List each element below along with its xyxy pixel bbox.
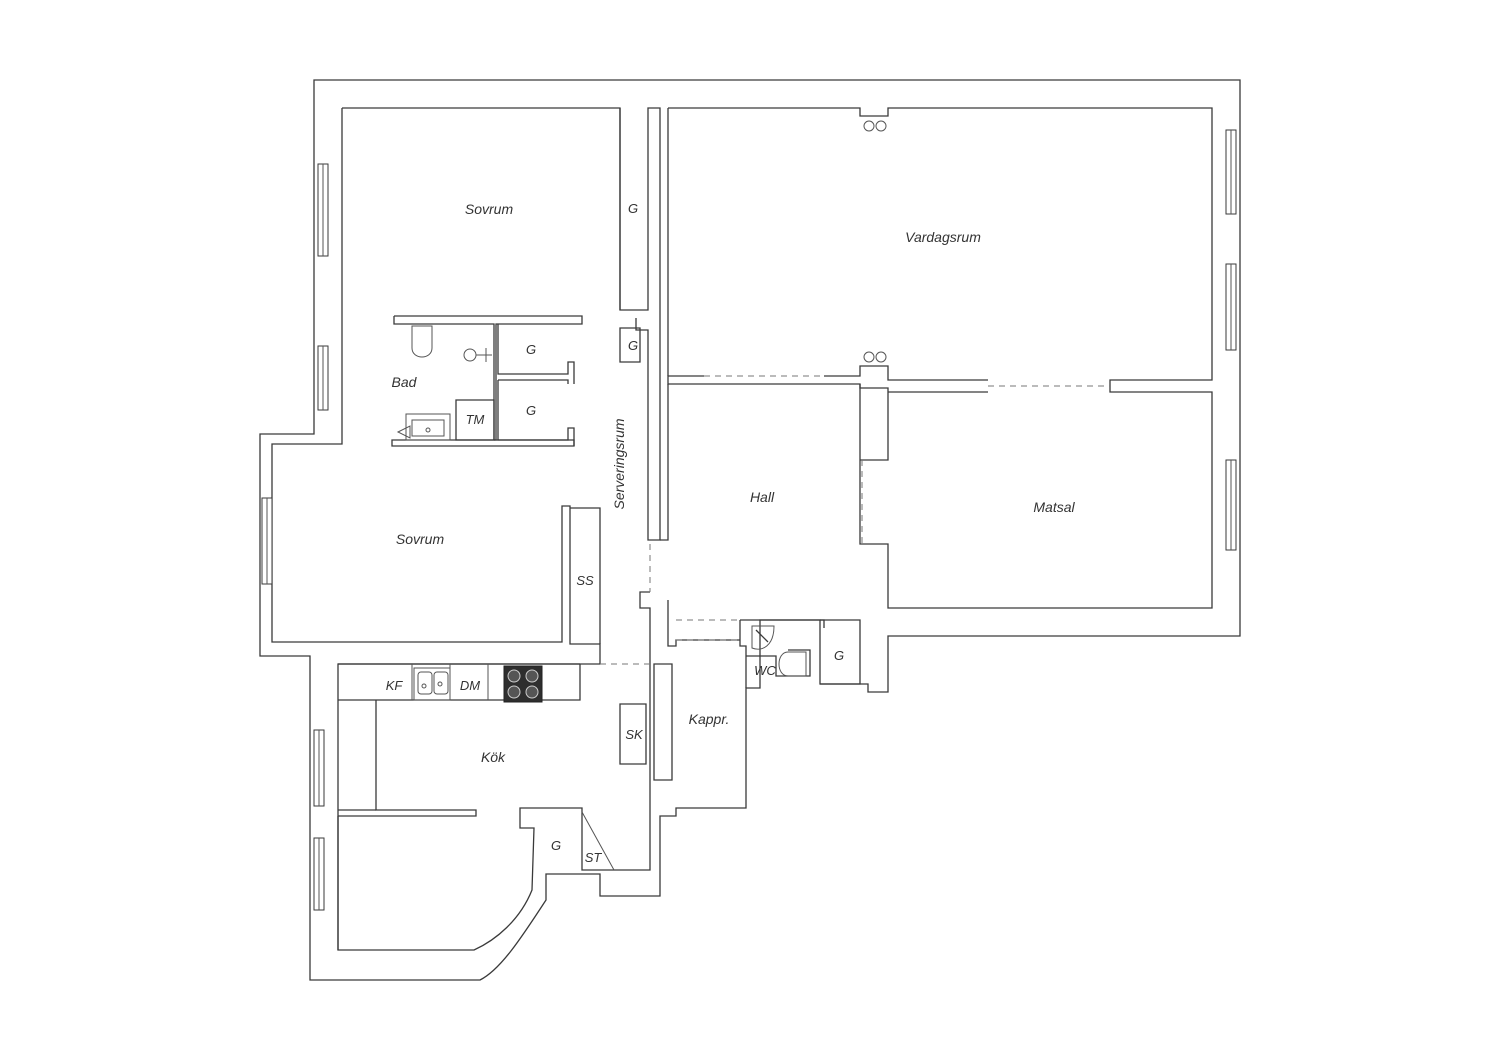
wc-toilet-icon xyxy=(778,651,807,677)
room-label-vardagsrum: Vardagsrum xyxy=(905,229,981,245)
interior-walls xyxy=(337,108,861,950)
fixture-label-g: G xyxy=(551,838,561,853)
room-label-kok: Kök xyxy=(481,749,506,765)
stove-icon xyxy=(503,665,543,703)
sink-icon xyxy=(396,413,451,441)
room-labels: Sovrum Sovrum Bad Vardagsrum Hall Matsal… xyxy=(392,201,1076,765)
fixture-label-g: G xyxy=(834,648,844,663)
room-label-sovrum: Sovrum xyxy=(396,531,445,547)
room-label-matsal: Matsal xyxy=(1033,499,1075,515)
fixture-label-st: ST xyxy=(585,850,603,865)
fixture-label-tm: TM xyxy=(466,412,485,427)
fixture-label-kf: KF xyxy=(386,678,404,693)
fixture-label-ss: SS xyxy=(576,573,594,588)
outer-walls xyxy=(259,79,1241,981)
room-label-bad: Bad xyxy=(392,374,418,390)
fixture-label-g: G xyxy=(628,338,638,353)
fixture-label-g: G xyxy=(628,201,638,216)
room-label-hall: Hall xyxy=(750,489,775,505)
radiator-icon xyxy=(863,120,887,363)
door-openings xyxy=(600,375,1110,665)
room-label-sovrum: Sovrum xyxy=(465,201,514,217)
fixture-label-sk: SK xyxy=(625,727,644,742)
room-label-kappr: Kappr. xyxy=(689,711,730,727)
windows xyxy=(261,129,1237,911)
kitchen-cabinet-dividers xyxy=(411,664,489,700)
fixture-label-g: G xyxy=(526,342,536,357)
room-label-wc: WC xyxy=(754,663,776,678)
stair-icon xyxy=(581,811,615,871)
fixture-label-dm: DM xyxy=(460,678,480,693)
fixture-label-g: G xyxy=(526,403,536,418)
room-label-serveringsrum: Serveringsrum xyxy=(611,418,627,509)
kitchen-sink-icon xyxy=(413,667,451,701)
shower-icon xyxy=(463,348,492,362)
toilet-icon xyxy=(411,325,433,358)
fixture-labels: G G G G G G TM SS KF DM SK ST xyxy=(386,201,844,865)
wc-sink-icon xyxy=(751,625,775,650)
